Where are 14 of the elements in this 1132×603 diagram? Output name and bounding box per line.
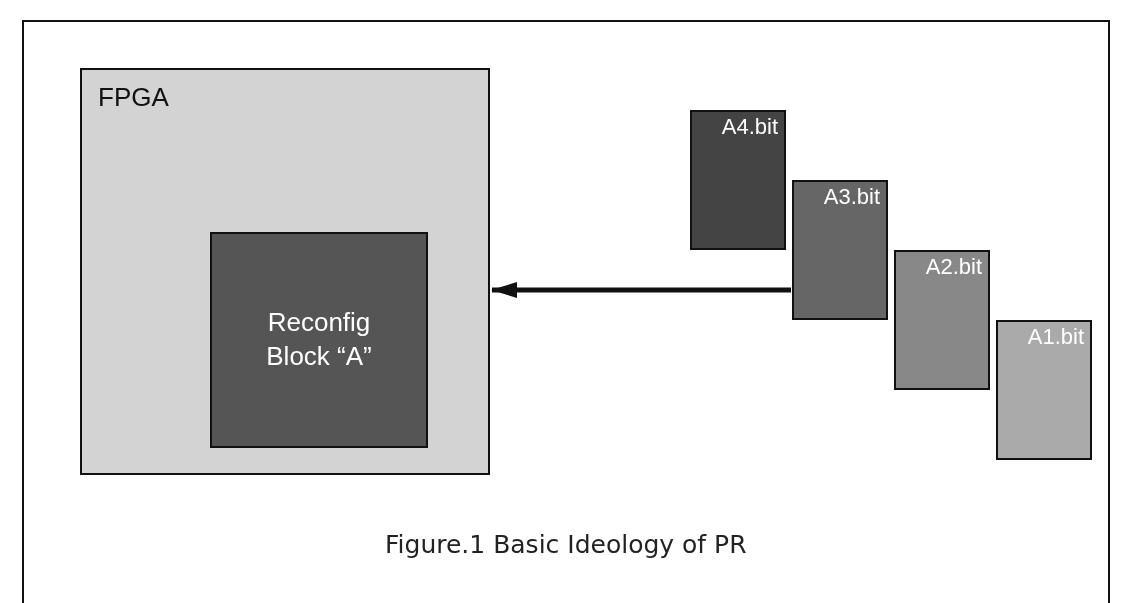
node-label: A2.bit	[925, 254, 982, 280]
file-card	[996, 320, 1092, 460]
file-card	[792, 180, 888, 320]
node-label: A1.bit	[1027, 324, 1084, 350]
chip-box	[80, 68, 490, 475]
node-label: A4.bit	[721, 114, 778, 140]
node-label: A3.bit	[823, 184, 880, 210]
arrow	[491, 282, 791, 298]
file-card	[894, 250, 990, 390]
node-label: Reconfig Block “A”	[265, 306, 373, 373]
file-card	[690, 110, 786, 250]
block-box	[210, 232, 428, 448]
node-label: FPGA	[98, 82, 169, 113]
caption: Figure.1 Basic Ideology of PR	[385, 530, 747, 559]
